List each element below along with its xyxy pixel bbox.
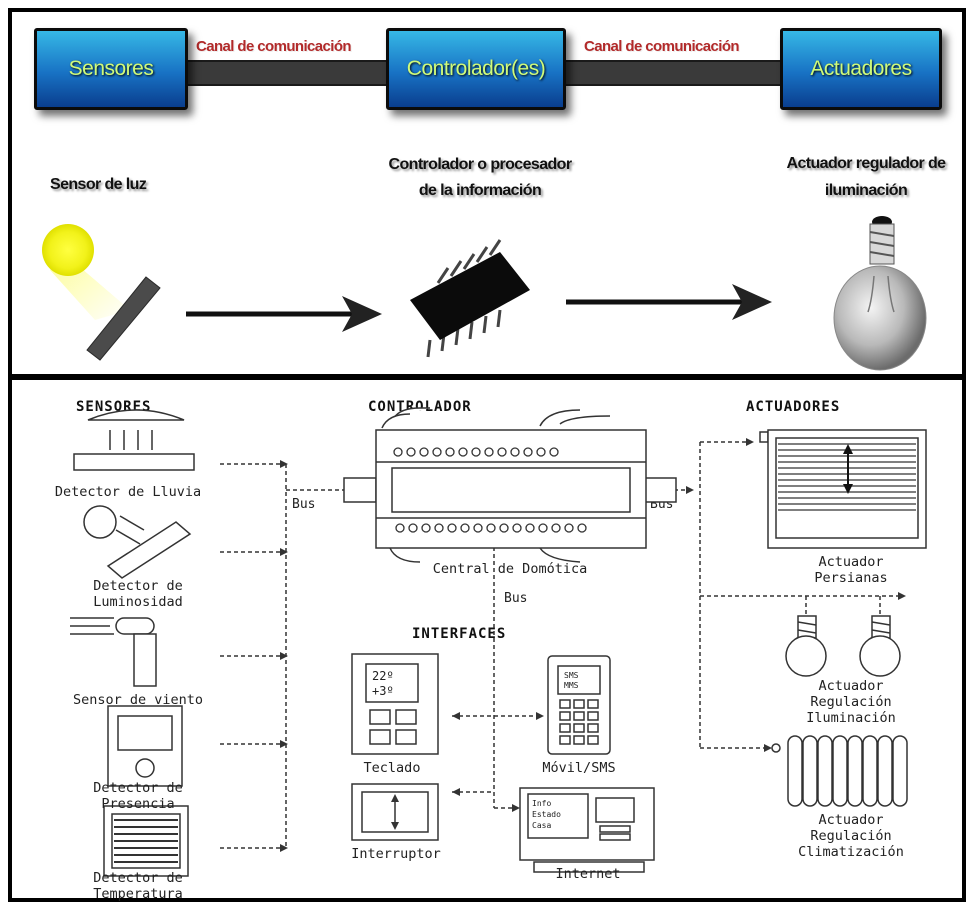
- lighting-actuator-label: Actuador Regulación Iluminación: [806, 678, 896, 726]
- mobile-phone-icon: [547, 655, 611, 755]
- interfaces-heading: INTERFACES: [412, 626, 507, 642]
- switch-label: Interruptor: [351, 846, 441, 862]
- keypad-icon: [351, 653, 439, 755]
- channel-label-1: Canal de comunicación: [196, 38, 352, 55]
- channel-label-2: Canal de comunicación: [584, 38, 740, 55]
- computer-icon: [519, 787, 655, 873]
- keypad-label: Teclado: [363, 760, 421, 776]
- sensor-caption: Sensor de luz: [50, 176, 147, 193]
- blinds-icon: [759, 429, 927, 549]
- sensors-block: Sensores: [34, 28, 188, 110]
- channel-bar-2: [566, 60, 782, 86]
- wind-sensor-icon: [70, 617, 157, 687]
- luminosity-sensor-icon: [83, 505, 192, 579]
- controller-block-label: Controlador(es): [406, 57, 546, 80]
- internet-label: Internet: [555, 866, 621, 882]
- central-label: Central de Domótica: [432, 561, 588, 577]
- mobile-display-line1: SMS: [564, 671, 579, 680]
- controller-caption: Controlador o procesador de la informaci…: [388, 156, 573, 199]
- sun-icon: [42, 224, 130, 320]
- outer-frame: [8, 8, 966, 902]
- rain-sensor-label: Detector de Lluvia: [54, 484, 202, 500]
- section-divider: [8, 374, 966, 380]
- domotics-diagram: Bus Bus Bus: [70, 407, 927, 877]
- mobile-label: Móvil/SMS: [542, 760, 616, 776]
- top-illustration: [42, 216, 927, 371]
- light-bulb-icon: [785, 615, 827, 677]
- bus-label-middle: Bus: [504, 591, 527, 606]
- internet-screen-line3: Casa: [532, 821, 551, 830]
- light-bulb-icon: [833, 216, 927, 371]
- bus-label-left: Bus: [292, 497, 315, 512]
- light-bulb-icon: [859, 615, 901, 677]
- controller-heading: CONTROLADOR: [368, 399, 472, 415]
- arrow-right-icon: [566, 284, 772, 320]
- presence-sensor-icon: [107, 705, 183, 787]
- keypad-display-line2: +3º: [372, 684, 394, 698]
- climate-actuator-label: Actuador Regulación Climatización: [798, 812, 904, 860]
- actuators-heading: ACTUADORES: [746, 399, 841, 415]
- rain-sensor-icon: [73, 409, 195, 471]
- central-terminals: [393, 447, 587, 533]
- temperature-sensor-label: Detector de Temperatura: [93, 870, 183, 902]
- keypad-display-line1: 22º: [372, 669, 394, 683]
- internet-screen-line2: Estado: [532, 810, 561, 819]
- luminosity-sensor-label: Detector de Luminosidad: [93, 578, 183, 610]
- internet-screen-line1: Info: [532, 799, 551, 808]
- arrow-right-icon: [186, 296, 382, 332]
- chip-icon: [410, 239, 530, 358]
- channel-bar-1: [188, 60, 388, 86]
- wind-sensor-label: Sensor de viento: [72, 692, 204, 708]
- actuator-caption: Actuador regulador de iluminación: [786, 155, 947, 199]
- actuators-block-label: Actuadores: [810, 57, 912, 80]
- blinds-actuator-label: Actuador Persianas: [814, 554, 888, 586]
- light-sensor-icon: [86, 276, 161, 361]
- presence-sensor-label: Detector de Presencia: [93, 780, 183, 812]
- actuators-block: Actuadores: [780, 28, 942, 110]
- mobile-display-line2: MMS: [564, 681, 579, 690]
- sensors-block-label: Sensores: [68, 57, 154, 80]
- temperature-sensor-icon: [103, 805, 189, 877]
- switch-icon: [351, 783, 439, 841]
- controller-block: Controlador(es): [386, 28, 566, 110]
- up-down-arrow-icon: [843, 444, 853, 494]
- domotics-central-icon: [343, 407, 677, 563]
- radiator-icon: [771, 735, 908, 807]
